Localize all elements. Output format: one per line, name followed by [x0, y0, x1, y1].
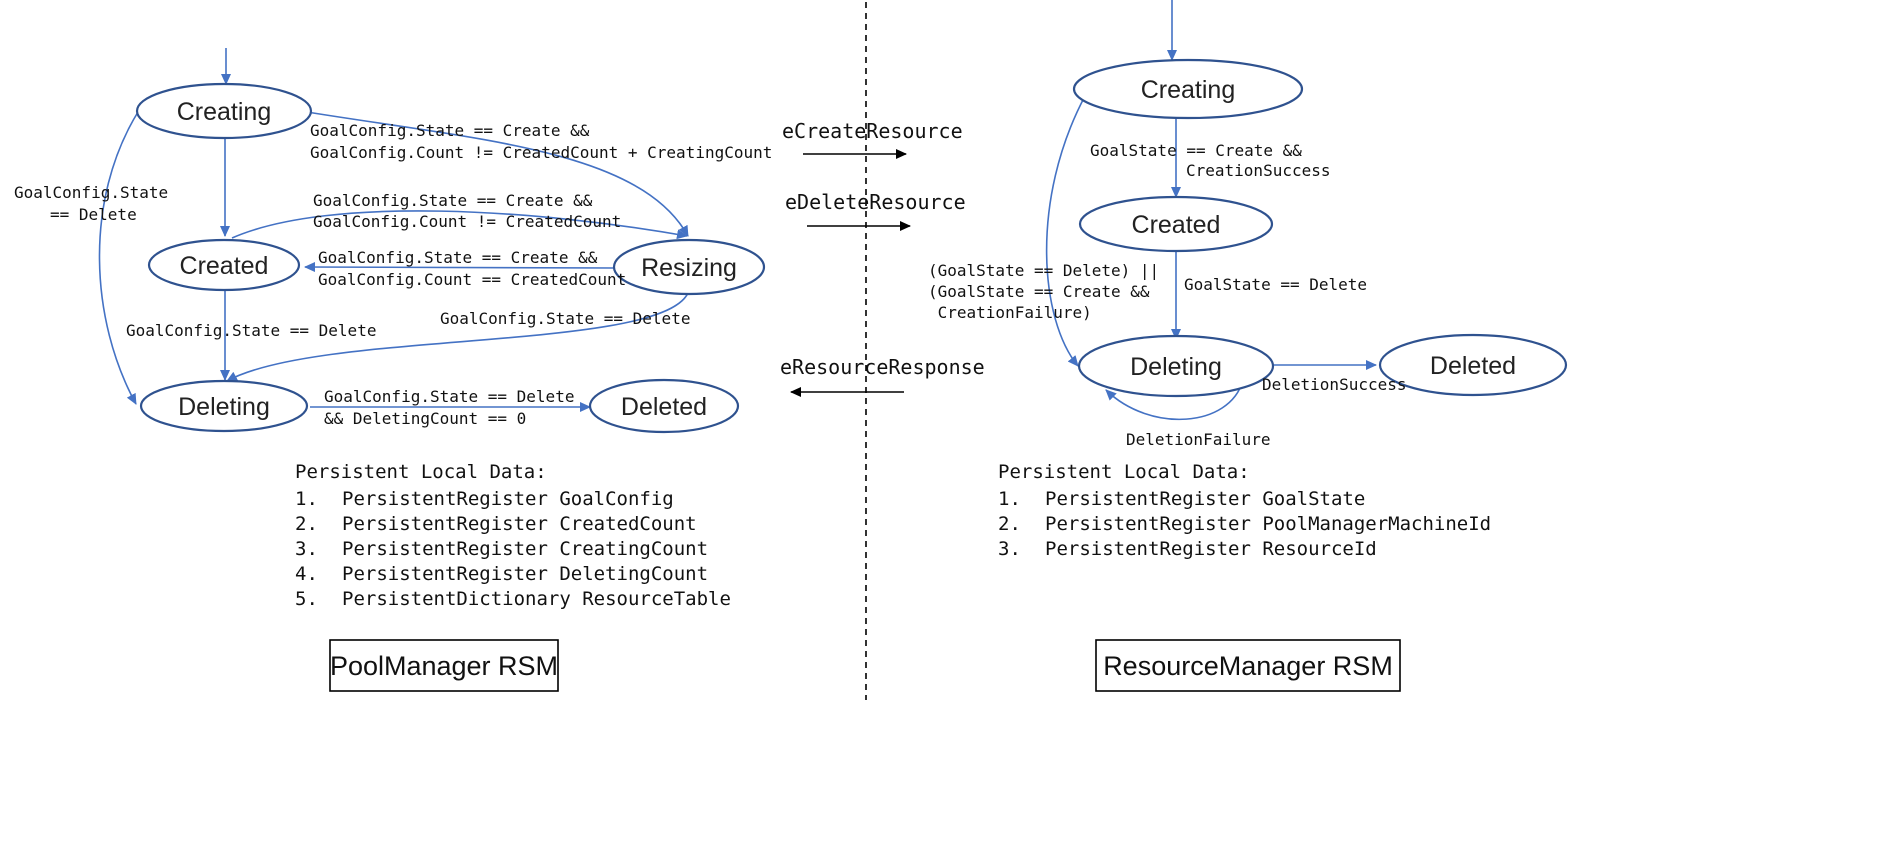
- pm-persistent-num-4: 4.: [295, 563, 318, 585]
- rm-persistent-item-2: PersistentRegister PoolManagerMachineId: [1045, 513, 1491, 535]
- rm-state-deleted-shape: [1378, 333, 1568, 397]
- pm-state-deleted: Deleted: [588, 378, 740, 434]
- pm-label-resizing-to-created-1: GoalConfig.State == Create &&: [318, 248, 598, 267]
- pm-state-resizing-shape: [612, 238, 766, 296]
- pm-edge-creating-to-deleting: [98, 111, 139, 405]
- pm-label-created-to-resizing-2: GoalConfig.Count != CreatedCount: [313, 212, 621, 231]
- pm-state-deleted-shape: [588, 378, 740, 434]
- pm-label-creating-to-resizing-2: GoalConfig.Count != CreatedCount + Creat…: [310, 143, 772, 162]
- event-create-label: eCreateResource: [782, 119, 963, 143]
- pool-manager-edges: [98, 48, 689, 412]
- event-delete-label: eDeleteResource: [785, 190, 966, 214]
- pm-label-creating-to-deleting-1: GoalConfig.State: [14, 183, 168, 202]
- rm-state-deleted: Deleted: [1378, 333, 1568, 397]
- pm-state-deleted-label: Deleted: [621, 393, 707, 421]
- rm-persistent-num-1: 1.: [998, 488, 1021, 510]
- pm-persistent-num-3: 3.: [295, 538, 318, 560]
- rm-state-creating-shape: [1072, 58, 1304, 120]
- rm-edge-deleting-self-loop: [1105, 379, 1244, 421]
- rm-title: ResourceManager RSM: [1103, 651, 1393, 681]
- rm-persistent-num-3: 3.: [998, 538, 1021, 560]
- rm-title-frame: [1095, 639, 1401, 692]
- pm-persistent-item-1: PersistentRegister GoalConfig: [342, 488, 674, 510]
- rm-state-deleting-shape: [1077, 334, 1275, 398]
- event-response-label: eResourceResponse: [780, 355, 985, 379]
- pm-state-created-label: Created: [180, 252, 269, 280]
- pm-label-creating-to-resizing-1: GoalConfig.State == Create &&: [310, 121, 590, 140]
- pm-label-created-to-resizing-1: GoalConfig.State == Create &&: [313, 191, 593, 210]
- pm-state-resizing: Resizing: [612, 238, 766, 296]
- rm-persistent-data: Persistent Local Data: 1. PersistentRegi…: [998, 461, 1491, 560]
- rm-persistent-item-1: PersistentRegister GoalState: [1045, 488, 1365, 510]
- pm-state-deleting: Deleting: [139, 379, 309, 433]
- pm-persistent-item-2: PersistentRegister CreatedCount: [342, 513, 697, 535]
- pm-state-created: Created: [147, 238, 301, 292]
- rm-state-deleted-label: Deleted: [1430, 352, 1516, 380]
- pm-transition-labels: GoalConfig.State == Create && GoalConfig…: [14, 121, 772, 428]
- pm-persistent-item-5: PersistentDictionary ResourceTable: [342, 588, 731, 610]
- rm-state-deleting-label: Deleting: [1130, 353, 1222, 381]
- rm-label-creating-to-deleting-2: (GoalState == Create &&: [928, 282, 1150, 301]
- pm-title-box: PoolManager RSM: [329, 639, 559, 692]
- pm-persistent-num-2: 2.: [295, 513, 318, 535]
- events-column: eCreateResource eDeleteResource eResourc…: [780, 2, 985, 700]
- pm-edge-resizing-to-deleting: [226, 292, 689, 382]
- resource-manager-rsm: Creating Created Deleting Deleted GoalSt…: [928, 0, 1568, 692]
- resource-manager-edges: [1045, 0, 1377, 421]
- pm-state-creating-shape: [135, 82, 313, 140]
- rm-transition-labels: GoalState == Create && CreationSuccess G…: [928, 141, 1407, 449]
- pm-persistent-item-4: PersistentRegister DeletingCount: [342, 563, 708, 585]
- pm-state-creating: Creating: [135, 82, 313, 140]
- rm-label-created-to-deleting: GoalState == Delete: [1184, 275, 1367, 294]
- pm-label-deleting-to-deleted-2: && DeletingCount == 0: [324, 409, 526, 428]
- rm-label-creating-to-deleting-3: CreationFailure): [928, 303, 1092, 322]
- rm-label-deleting-self: DeletionFailure: [1126, 430, 1271, 449]
- rm-state-creating: Creating: [1072, 58, 1304, 120]
- rm-label-creating-to-created-1: GoalState == Create &&: [1090, 141, 1302, 160]
- rm-persistent-heading: Persistent Local Data:: [998, 461, 1250, 483]
- pm-persistent-num-1: 1.: [295, 488, 318, 510]
- pm-persistent-data: Persistent Local Data: 1. PersistentRegi…: [295, 461, 731, 610]
- rm-state-created: Created: [1078, 195, 1274, 253]
- pm-edge-creating-to-resizing: [306, 111, 689, 237]
- pm-label-creating-to-deleting-2: == Delete: [50, 205, 137, 224]
- rm-label-deleting-to-deleted: DeletionSuccess: [1262, 375, 1407, 394]
- rm-state-deleting: Deleting: [1077, 334, 1275, 398]
- pm-label-resizing-to-created-2: GoalConfig.Count == CreatedCount: [318, 270, 626, 289]
- pm-label-created-to-deleting: GoalConfig.State == Delete: [126, 321, 376, 340]
- rm-title-box: ResourceManager RSM: [1095, 639, 1401, 692]
- rm-persistent-num-2: 2.: [998, 513, 1021, 535]
- pm-state-created-shape: [147, 238, 301, 292]
- pm-label-resizing-to-deleting: GoalConfig.State == Delete: [440, 309, 690, 328]
- rm-edge-creating-to-deleting: [1045, 95, 1086, 367]
- rm-label-creating-to-created-2: CreationSuccess: [1186, 161, 1331, 180]
- rm-state-created-shape: [1078, 195, 1274, 253]
- pool-manager-rsm: Creating Created Resizing Deleting Delet…: [14, 48, 772, 692]
- pm-label-deleting-to-deleted-1: GoalConfig.State == Delete: [324, 387, 574, 406]
- pm-title-frame: [329, 639, 559, 692]
- pm-persistent-item-3: PersistentRegister CreatingCount: [342, 538, 708, 560]
- rm-state-creating-label: Creating: [1141, 76, 1236, 104]
- rm-persistent-item-3: PersistentRegister ResourceId: [1045, 538, 1377, 560]
- pm-state-deleting-label: Deleting: [178, 393, 270, 421]
- pm-state-resizing-label: Resizing: [641, 254, 737, 282]
- pm-persistent-heading: Persistent Local Data:: [295, 461, 547, 483]
- pm-edge-resizing-to-created: [304, 262, 616, 273]
- pm-state-creating-label: Creating: [177, 98, 272, 126]
- pm-persistent-num-5: 5.: [295, 588, 318, 610]
- pm-edge-created-to-resizing: [231, 210, 688, 240]
- rm-state-created-label: Created: [1132, 211, 1221, 239]
- pm-state-deleting-shape: [139, 379, 309, 433]
- pm-title: PoolManager RSM: [330, 651, 558, 681]
- rm-label-creating-to-deleting-1: (GoalState == Delete) ||: [928, 261, 1159, 280]
